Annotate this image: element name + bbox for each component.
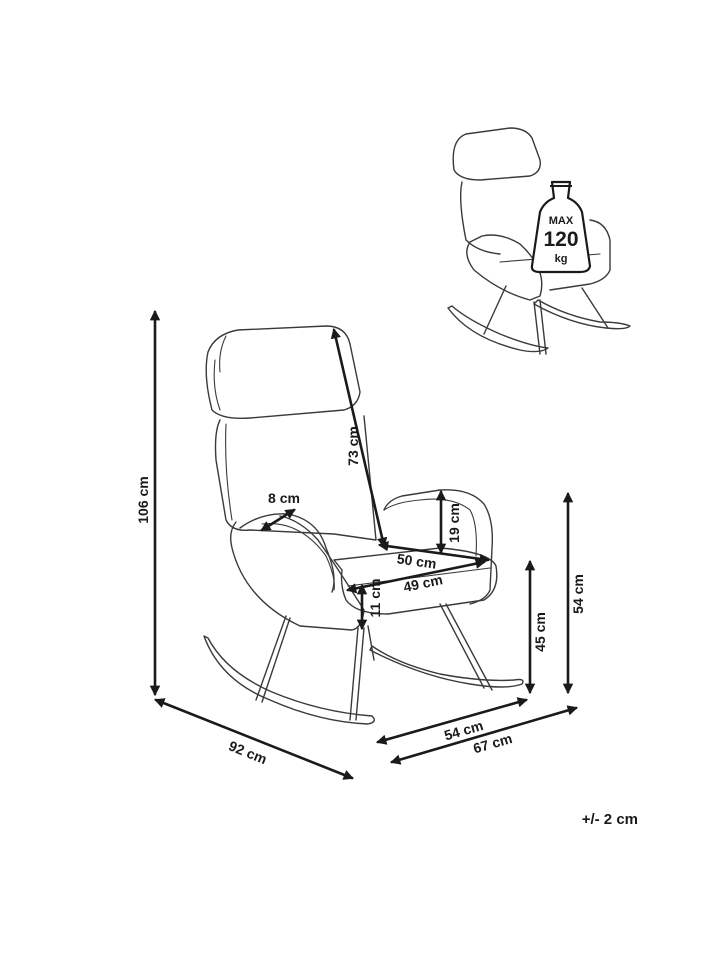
dim-line-backrest	[330, 327, 388, 549]
dim-line-seat-width	[345, 558, 487, 594]
tolerance-note: +/- 2 cm	[581, 811, 638, 828]
dim-label-armrest-height: 54 cm	[570, 574, 586, 614]
dim-line-width-total	[154, 698, 354, 780]
rocking-chair-main-drawing	[203, 325, 524, 725]
right-rocker	[369, 645, 524, 688]
dim-label-armrest-width: 8 cm	[268, 490, 300, 506]
dim-label-seat-depth: 50 cm	[396, 550, 438, 571]
weight-icon	[530, 180, 592, 274]
right-armrest	[383, 489, 494, 605]
left-rocker	[203, 635, 375, 725]
badge-unit: kg	[555, 253, 568, 265]
badge-max-label: MAX	[549, 215, 574, 227]
max-load-badge: MAX 120 kg	[530, 180, 592, 274]
dim-label-backrest: 73 cm	[345, 426, 361, 466]
dim-line-depth-total	[390, 705, 578, 765]
dim-label-armrest-above-seat: 19 cm	[446, 503, 462, 543]
dim-label-seat-thickness: 11 cm	[367, 579, 383, 618]
backrest-cushion	[214, 415, 377, 541]
dim-line-seat-depth	[377, 540, 491, 565]
badge-value: 120	[543, 228, 578, 251]
dim-label-seat-width: 49 cm	[402, 571, 444, 595]
dim-line-armrest-width	[260, 508, 296, 532]
rocking-chair-capacity-drawing	[447, 127, 631, 355]
dim-label-seat-height: 45 cm	[532, 612, 548, 652]
chair-legs	[255, 603, 493, 721]
dim-label-total-height: 106 cm	[135, 476, 151, 523]
left-side-shell	[229, 515, 365, 631]
